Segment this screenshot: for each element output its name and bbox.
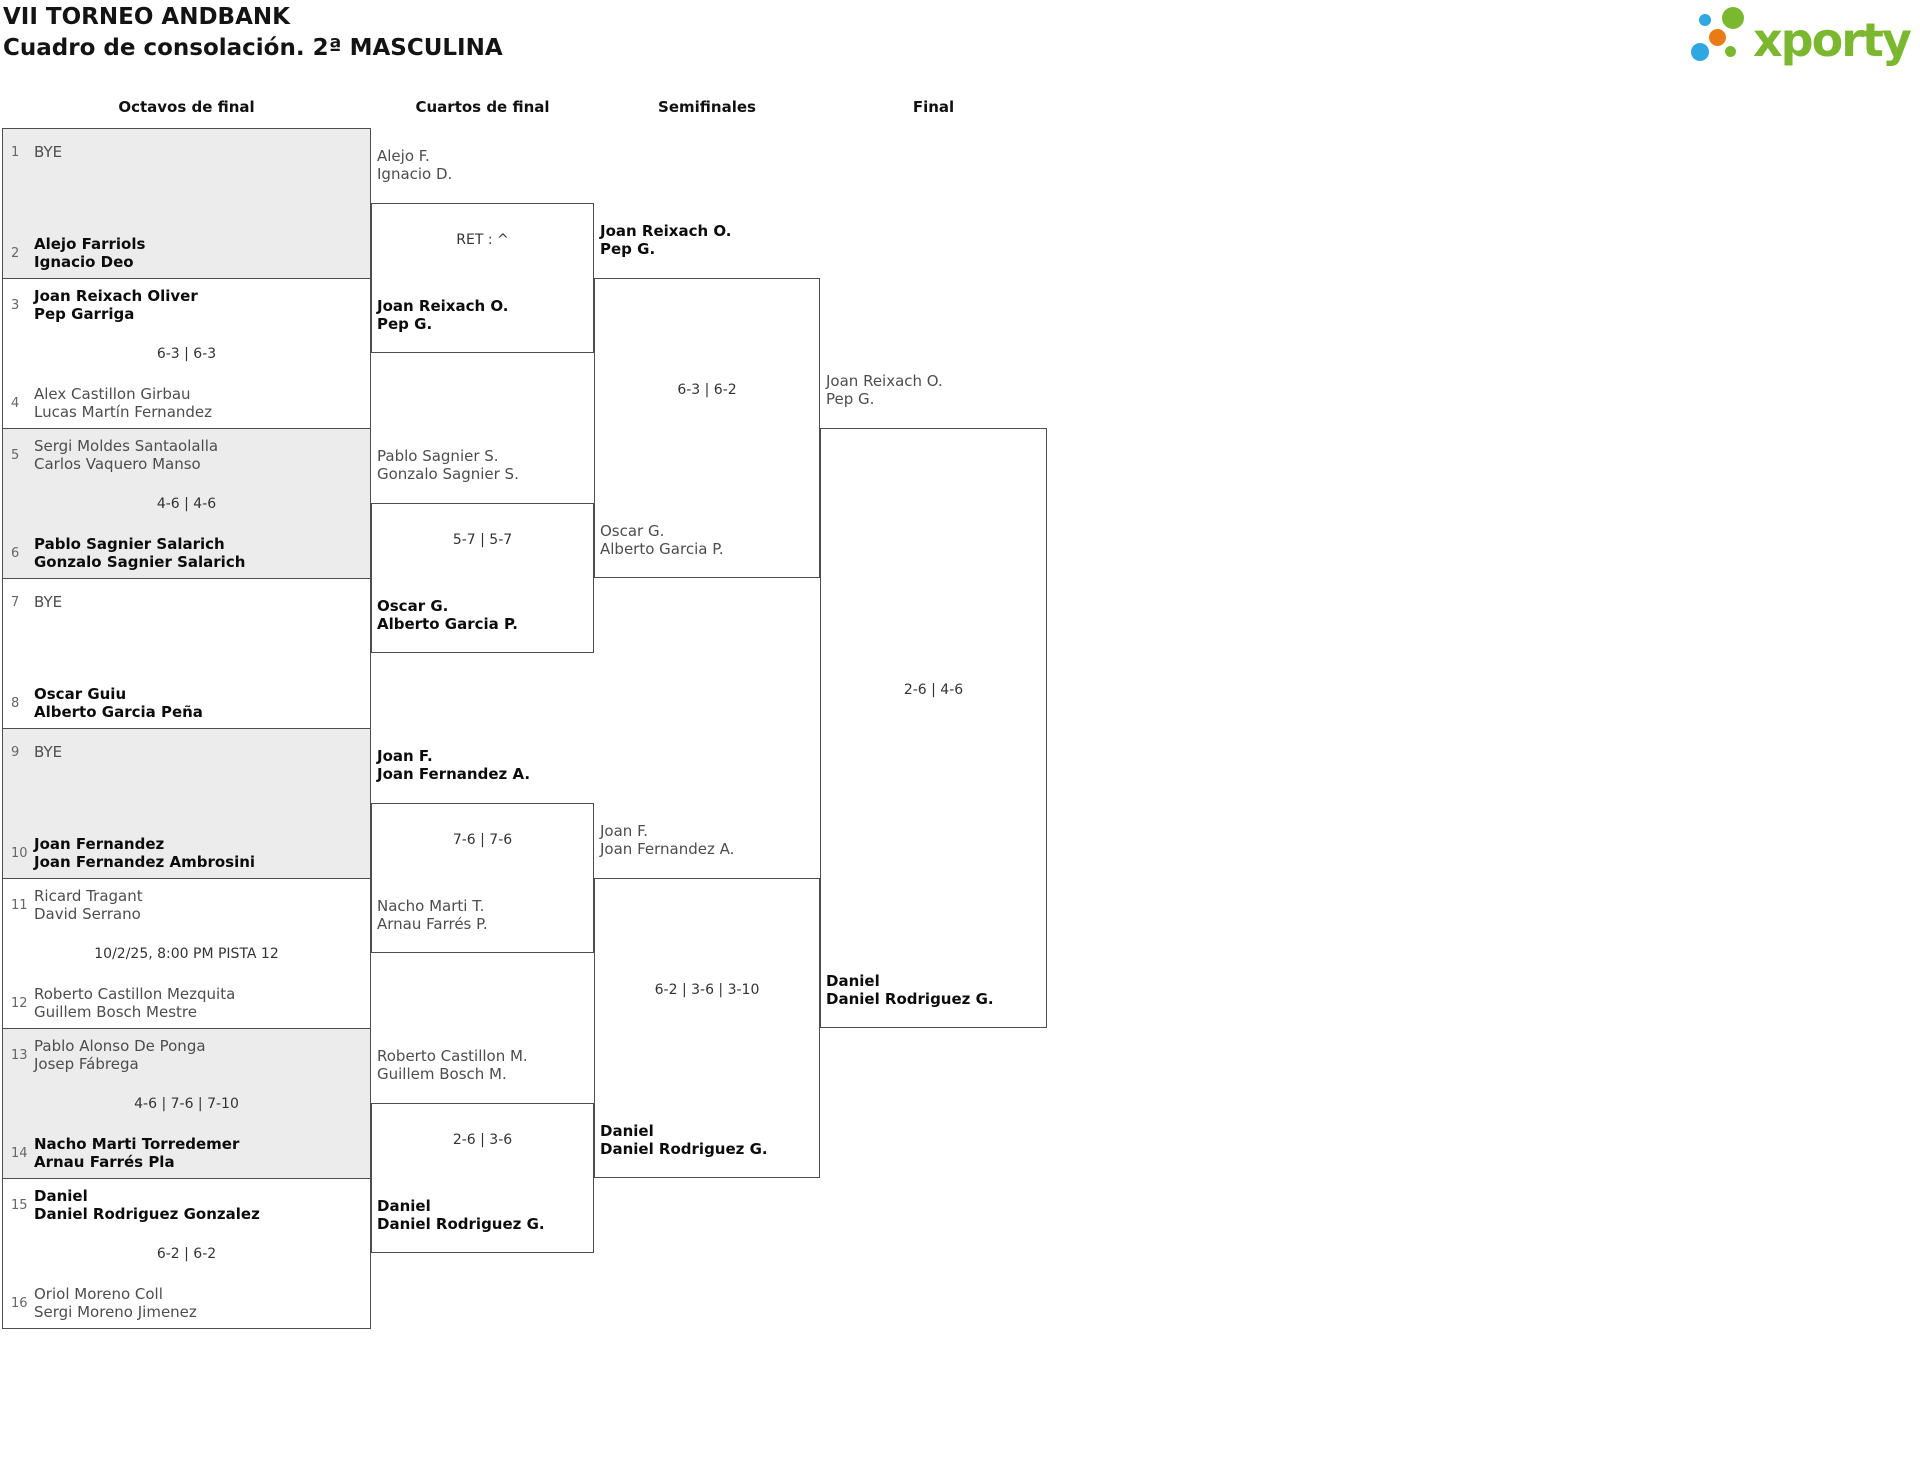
match-score: 6-3 | 6-3 (156, 346, 217, 362)
xporty-logo[interactable]: xporty (1683, 0, 1918, 80)
advancing-team-label: Joan Reixach O.Pep G. (600, 222, 732, 258)
advancing-team-label: Oscar G.Alberto Garcia P. (377, 597, 518, 633)
match-score: 4-6 | 4-6 (156, 496, 217, 512)
seed-number: 11 (11, 897, 28, 913)
match-score: 2-6 | 4-6 (903, 682, 964, 698)
match-qf-2 (371, 503, 594, 653)
logo-wordmark: xporty (1753, 13, 1912, 67)
match-schedule: 10/2/25, 8:00 PM PISTA 12 (94, 946, 279, 962)
advancing-team-label: Joan Reixach O.Pep G. (826, 372, 943, 408)
round-header-semifinales: Semifinales (658, 98, 756, 116)
team-name: BYE (34, 143, 63, 161)
match-score: 5-7 | 5-7 (452, 532, 513, 548)
advancing-team-label: Joan Reixach O.Pep G. (377, 297, 509, 333)
seed-number: 13 (11, 1047, 28, 1063)
logo-dot-blue-small (1699, 14, 1711, 26)
match-sf-2 (594, 878, 820, 1178)
match-score: 6-3 | 6-2 (677, 382, 737, 398)
logo-dot-green-small (1725, 46, 1736, 57)
tournament-title: VII TORNEO ANDBANK (3, 4, 290, 30)
match-qf-3 (371, 803, 594, 953)
seed-number: 3 (11, 297, 20, 313)
advancing-team-label: Alejo F.Ignacio D. (377, 147, 453, 183)
seed-number: 8 (11, 695, 20, 711)
logo-dot-blue-big (1691, 43, 1709, 61)
advancing-team-label: Roberto Castillon M.Guillem Bosch M. (377, 1047, 528, 1083)
seed-number: 6 (11, 545, 20, 561)
seed-number: 7 (11, 594, 20, 610)
team-name: BYE (34, 743, 63, 761)
seed-number: 14 (11, 1145, 28, 1161)
round-header-octavos: Octavos de final (118, 98, 255, 116)
team-name: BYE (34, 593, 63, 611)
advancing-team-label: Joan F.Joan Fernandez A. (377, 747, 531, 783)
round-header-final: Final (912, 98, 955, 116)
advancing-team-label: Oscar G.Alberto Garcia P. (600, 522, 724, 558)
match-sf-1 (594, 278, 820, 578)
logo-dot-green-big (1722, 7, 1744, 29)
seed-number: 10 (11, 845, 28, 861)
seed-number: 5 (11, 447, 20, 463)
match-qf-1 (371, 203, 594, 353)
bracket-subtitle: Cuadro de consolación. 2ª MASCULINA (3, 35, 503, 61)
seed-number: 15 (11, 1197, 28, 1213)
match-score: 4-6 | 7-6 | 7-10 (134, 1096, 239, 1112)
match-score: RET : ^ (456, 232, 509, 248)
match-score: 6-2 | 3-6 | 3-10 (654, 982, 760, 998)
seed-number: 1 (11, 144, 20, 160)
seed-number: 9 (11, 744, 20, 760)
advancing-team-label: Joan F.Joan Fernandez A. (600, 822, 735, 858)
round-header-cuartos: Cuartos de final (415, 98, 550, 116)
match-qf-4 (371, 1103, 594, 1253)
match-score: 6-2 | 6-2 (156, 1246, 217, 1262)
logo-dot-orange (1709, 29, 1726, 46)
match-score: 2-6 | 3-6 (452, 1132, 513, 1148)
page-title: VII TORNEO ANDBANK Cuadro de consolación… (3, 2, 503, 64)
advancing-team-label: Nacho Marti T.Arnau Farrés P. (377, 897, 488, 933)
seed-number: 16 (11, 1295, 28, 1311)
match-score: 7-6 | 7-6 (452, 832, 513, 848)
advancing-team-label: Pablo Sagnier S.Gonzalo Sagnier S. (377, 447, 519, 483)
seed-number: 12 (11, 995, 28, 1011)
seed-number: 2 (11, 245, 20, 261)
match-final (820, 428, 1047, 1028)
seed-number: 4 (11, 395, 20, 411)
